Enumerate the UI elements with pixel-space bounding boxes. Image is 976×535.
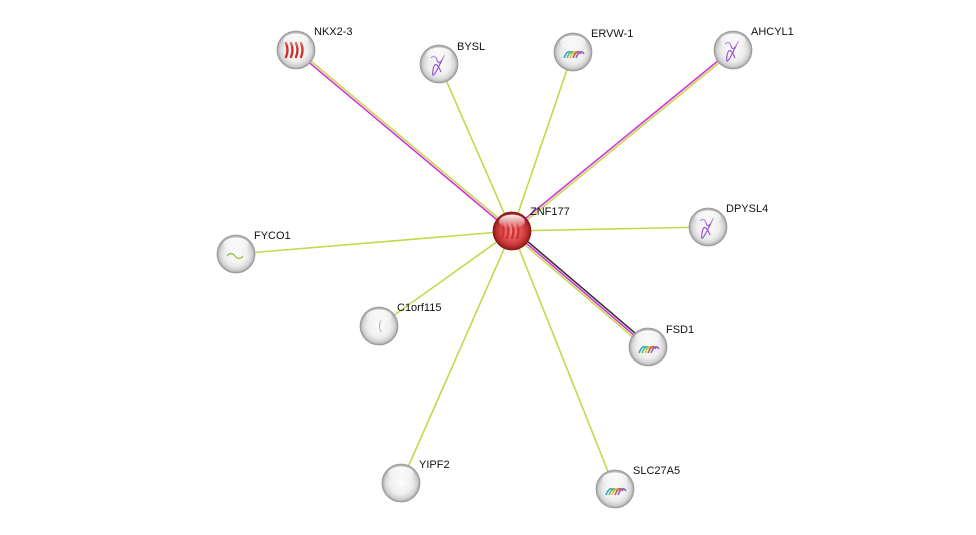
node-highlight — [695, 210, 721, 225]
edge-znf177-yipf2[interactable] — [400, 230, 513, 484]
node-label: NKX2-3 — [314, 26, 353, 38]
node-fsd1[interactable]: FSD1 — [628, 324, 694, 367]
edge-znf177-ervw-1[interactable] — [511, 51, 574, 232]
node-bysl[interactable]: BYSL — [419, 41, 485, 84]
node-label: ERVW-1 — [591, 28, 633, 40]
node-nkx2-3[interactable]: NKX2-3 — [276, 26, 353, 70]
protein-structure-icon — [605, 487, 627, 496]
edge-znf177-nkx2-3[interactable] — [294, 48, 514, 233]
edge-znf177-c1orf115[interactable] — [378, 230, 513, 327]
node-dpysl4[interactable]: DPYSL4 — [688, 203, 768, 247]
edge-line-textmining — [296, 48, 514, 231]
edge-line-coexpression — [512, 228, 650, 346]
edge-znf177-ahcyl1[interactable] — [510, 48, 735, 233]
node-highlight — [366, 309, 392, 324]
node-label: YIPF2 — [419, 459, 450, 471]
edge-line-textmining — [511, 51, 574, 232]
node-c1orf115[interactable]: C1orf115 — [359, 302, 441, 346]
edge-line-textmining — [400, 230, 513, 484]
node-highlight — [388, 466, 414, 481]
protein-structure-icon — [638, 345, 660, 354]
protein-structure-icon — [226, 252, 244, 260]
node-slc27a5[interactable]: SLC27A5 — [595, 465, 680, 509]
node-label: ZNF177 — [530, 206, 570, 218]
node-label: BYSL — [457, 41, 485, 53]
edge-line-textmining — [438, 63, 513, 232]
edge-line-experiments — [511, 230, 649, 348]
node-label: AHCYL1 — [751, 26, 794, 38]
protein-structure-icon — [563, 50, 585, 59]
node-label: FSD1 — [666, 324, 694, 336]
edge-znf177-bysl[interactable] — [438, 63, 513, 232]
node-highlight — [283, 33, 309, 48]
node-highlight — [223, 237, 249, 252]
node-highlight — [720, 33, 746, 48]
edge-znf177-dpysl4[interactable] — [511, 226, 709, 232]
node-znf177[interactable]: ZNF177 — [492, 206, 570, 251]
node-ervw-1[interactable]: ERVW-1 — [553, 28, 633, 72]
node-label: FYCO1 — [254, 230, 291, 242]
edge-layer — [235, 48, 735, 490]
node-fyco1[interactable]: FYCO1 — [216, 230, 291, 274]
node-yipf2[interactable]: YIPF2 — [381, 459, 450, 503]
node-highlight — [499, 214, 525, 229]
edge-line-textmining — [511, 230, 616, 490]
node-label: SLC27A5 — [633, 465, 680, 477]
edge-line-experiments — [510, 48, 733, 231]
node-ahcyl1[interactable]: AHCYL1 — [713, 26, 794, 70]
node-label: DPYSL4 — [726, 203, 768, 215]
node-highlight — [426, 47, 452, 62]
edge-line-textmining — [512, 50, 735, 233]
node-label: C1orf115 — [397, 302, 441, 314]
edge-znf177-fyco1[interactable] — [235, 230, 513, 255]
edge-znf177-fsd1[interactable] — [510, 228, 650, 350]
edge-line-textmining — [235, 230, 513, 255]
node-highlight — [602, 472, 628, 487]
edge-line-textmining — [378, 230, 513, 327]
edge-line-experiments — [294, 50, 512, 233]
edge-line-textmining — [511, 226, 709, 232]
node-highlight — [635, 330, 661, 345]
edge-line-textmining — [510, 232, 648, 350]
node-highlight — [560, 35, 586, 50]
edge-znf177-slc27a5[interactable] — [511, 230, 616, 490]
